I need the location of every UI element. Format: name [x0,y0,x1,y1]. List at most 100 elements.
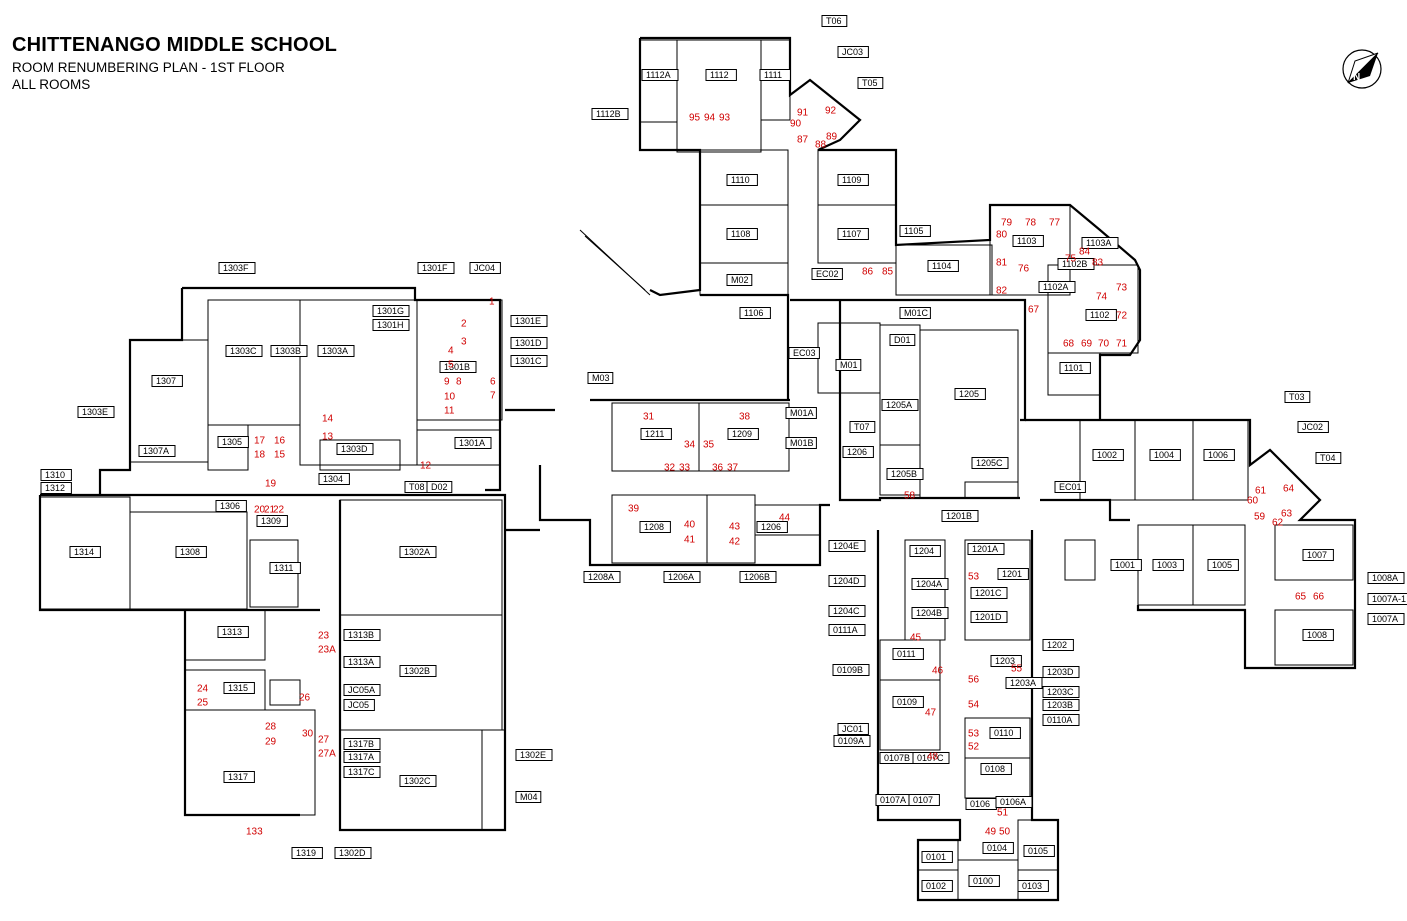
room-label: 1201A [967,543,1005,555]
room-label-text: 1303A [322,346,348,356]
room-number: 1 [489,297,495,308]
room-label-box [1110,559,1142,571]
room-label-text: 1205C [976,458,1003,468]
room-label-text: 1112B [596,109,621,119]
room-label-box [1005,677,1043,689]
room-label: 1206 [842,446,874,458]
room-label: 1203C [1042,686,1080,698]
room-label: 1203 [990,655,1022,667]
room-label: 0105 [1023,845,1055,857]
room-label-box [343,656,381,668]
room-number: 13 [322,432,334,443]
room-label-box [583,571,621,583]
room-label: 1005 [1207,559,1239,571]
room-label-text: 1319 [296,848,316,858]
room-number: 2 [461,319,467,330]
room-label-box [954,388,986,400]
room-number: 18 [254,450,266,461]
room-label: 1301H [372,319,410,331]
room-label-text: 1201C [975,588,1002,598]
room-label-text: 1204A [916,579,942,589]
room-number: 27A [318,749,336,760]
room-label-box [399,546,437,558]
room-label: 1319 [291,847,323,859]
room-number: 49 [985,827,997,838]
room-label-box [759,69,791,81]
room-label-text: 1004 [1154,450,1174,460]
room-label: T08 [404,481,431,493]
room-label-box [967,543,1005,555]
room-label-box [1023,845,1055,857]
room-number: 44 [779,513,791,524]
room-label-text: 1203A [1010,678,1036,688]
room-label-text: 1204D [833,576,860,586]
room-number: 76 [1018,264,1030,275]
room-label-text: 1307A [143,446,169,456]
room-label-text: 0107A [880,795,906,805]
room-number: 35 [703,440,715,451]
room-label: 1007A [1367,613,1405,625]
room-label-text: 1110 [731,175,750,185]
room-label-text: 0108 [985,764,1005,774]
room-label: 1103A [1081,237,1119,249]
room-label-box [454,437,492,449]
room-number: 45 [910,633,922,644]
room-number: 75 [1065,254,1077,265]
room-label-text: 1203D [1047,667,1074,677]
room-label-box [1149,449,1181,461]
room-label: 1206B [739,571,777,583]
room-label: 1311 [269,562,301,574]
room-label: 1105 [899,225,931,237]
room-number: 66 [1313,592,1325,603]
room-label-text: JC02 [1302,422,1323,432]
room-label: T05 [857,77,884,89]
room-label: 1314 [69,546,101,558]
room-number: 56 [968,675,980,686]
room-label: M01C [899,307,931,319]
room-label: 1109 [837,174,869,186]
room-label: 1106 [739,307,771,319]
room-number: 91 [797,108,809,119]
room-label-box [892,696,924,708]
room-label-box [343,684,381,696]
room-label-box [726,228,758,240]
room-number: 62 [1272,518,1284,529]
room-label: 1111 [759,69,791,81]
room-label-text: D02 [431,482,448,492]
room-number: 33 [679,463,691,474]
room-label-text: 0110 [994,728,1013,738]
room-label-text: 0106A [1000,797,1026,807]
room-label-box [270,345,308,357]
room-label: T06 [821,15,848,27]
room-label: 1205C [971,457,1009,469]
room-label-text: 1109 [842,175,861,185]
room-label-box [912,752,950,764]
room-label: 1301B [439,361,477,373]
room-label-box [318,473,350,485]
north-arrow-icon: N [1342,49,1382,89]
room-label-text: JC01 [842,724,863,734]
room-number: 70 [1098,339,1110,350]
room-label-box [510,355,548,367]
room-label-text: 1302A [404,547,430,557]
room-label: 1308 [175,546,207,558]
room-number: 41 [684,535,696,546]
room-label: EC02 [811,268,843,280]
room-label: 1313B [343,629,381,641]
room-label-text: 0107 [913,795,933,805]
room-label-box [968,875,1000,887]
room-label: 0107A [875,794,913,806]
room-label: 1001 [1110,559,1142,571]
room-label-box [842,446,874,458]
room-label: 1204D [828,575,866,587]
room-number: 51 [997,808,1009,819]
room-label-text: 1301A [459,438,485,448]
room-number: 78 [1025,218,1037,229]
room-label-text: 1302B [404,666,430,676]
room-label-box [256,515,288,527]
room-number: 87 [797,135,809,146]
room-label-box [727,428,759,440]
room-number: 10 [444,392,456,403]
room-label-box [1297,421,1329,433]
room-label-text: 1204E [833,541,859,551]
